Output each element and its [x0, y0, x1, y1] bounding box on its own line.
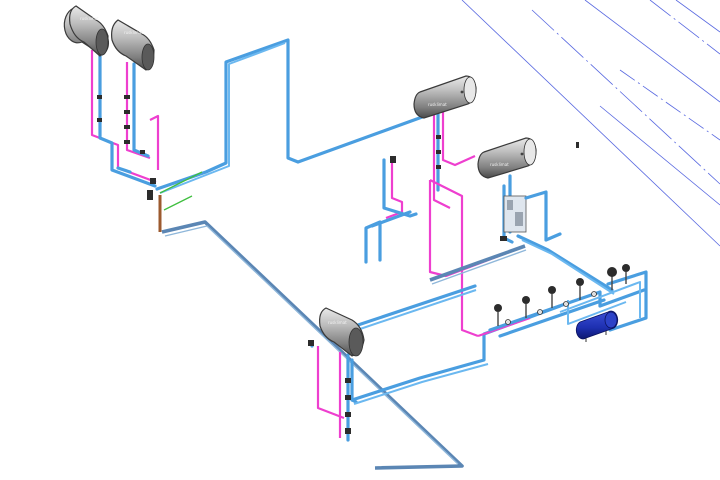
hot-pipe [149, 114, 160, 170]
valve-icon [97, 118, 102, 122]
valve-stack [97, 95, 156, 200]
water-heater-4: rusklimat [477, 137, 537, 179]
boiler-room-manifold [488, 264, 648, 342]
cold-pipe [98, 53, 157, 188]
valve-icon [124, 125, 130, 129]
valve-icon [150, 178, 156, 184]
cold-pipe [516, 234, 614, 292]
valve-icon [345, 428, 351, 434]
water-heater-label: rusklimat [80, 16, 99, 21]
cylindrical-boiler-end [463, 76, 477, 104]
circulation-pump-icon [522, 296, 530, 318]
valve-icon [436, 135, 441, 139]
pressure-gauge-icon [537, 309, 543, 315]
water-heater-label: rusklimat [124, 30, 143, 35]
distribution-pipe [567, 300, 627, 325]
cylindrical-boiler-end [523, 138, 537, 166]
cold-pipe [382, 158, 418, 218]
valve-icon [140, 150, 145, 154]
small-fitting-icon [576, 142, 579, 148]
guide-line [461, 0, 720, 247]
cold-pipe [350, 304, 562, 402]
valve-icon [124, 95, 130, 99]
guide-line [649, 0, 720, 55]
hot-pipe [125, 62, 151, 160]
manifold-box [503, 190, 615, 295]
gas-line [163, 195, 193, 211]
guide-line [675, 0, 720, 33]
expansion-tank-icon [575, 310, 619, 342]
cold-pipe-secondary [159, 42, 286, 194]
water-heater-5: rusklimat [319, 307, 365, 357]
collector-pipe-highlight [431, 249, 527, 285]
circulation-pump-icon [607, 267, 617, 290]
main-supply-line [158, 195, 464, 470]
valve-icon [500, 236, 507, 241]
guide-line [531, 9, 720, 185]
valve-icon [345, 378, 351, 383]
gas-line [159, 171, 203, 194]
valve-icon [436, 165, 441, 169]
cold-pipe [132, 62, 150, 158]
distribution-pipe [559, 281, 641, 318]
valve-icon [345, 395, 351, 400]
hot-pipe [385, 162, 404, 220]
water-heater-3: rusklimat [413, 75, 477, 119]
hot-pipe [432, 110, 451, 209]
distribution-pipe [488, 288, 646, 332]
distribution-pipe [498, 298, 606, 338]
control-cabinet-detail [507, 200, 513, 210]
valve-icon [124, 140, 130, 144]
hot-pipe [477, 316, 531, 338]
cold-pipe [370, 210, 412, 228]
cold-pipe [356, 284, 477, 327]
hot-pipe [316, 346, 345, 420]
distribution-pipe [606, 270, 648, 332]
valve-icon [147, 190, 153, 200]
circulation-pump-icon [494, 304, 502, 326]
pressure-gauge-icon [505, 319, 511, 325]
water-heater-label: rusklimat [428, 102, 447, 107]
valve-icon [436, 150, 441, 154]
water-heater-label: rusklimat [328, 320, 347, 325]
valve-icon [308, 340, 314, 346]
pump-group [494, 264, 630, 326]
collector-pipe [429, 244, 526, 282]
circulation-pump-icon [622, 264, 630, 284]
valve-icon [390, 156, 396, 163]
pressure-gauge-icon [563, 301, 569, 307]
valve-icon [345, 412, 351, 417]
guide-line [599, 105, 720, 206]
hot-pipe [441, 112, 476, 167]
cylindrical-boiler-end [348, 327, 364, 357]
cylindrical-boiler-end [95, 28, 109, 56]
heater-cluster-left [90, 38, 427, 211]
water-heater-label: rusklimat [490, 162, 509, 167]
cold-pipe [155, 38, 427, 191]
cold-pipe-secondary [359, 289, 477, 330]
guide-line [584, 0, 720, 103]
cold-pipe [116, 166, 132, 174]
heater-cluster-right [356, 110, 615, 338]
cold-pipe [364, 220, 382, 264]
circulation-pump-icon [548, 286, 556, 308]
pressure-gauge-icon [591, 291, 597, 297]
valve-icon [97, 95, 102, 99]
guide-lines [461, 0, 720, 247]
cylindrical-boiler-end [141, 43, 155, 71]
cold-pipe [524, 190, 562, 242]
cold-pipe-secondary [521, 239, 615, 295]
water-heater-1: rusklimat [63, 5, 110, 57]
main-pipe [161, 220, 464, 470]
main-pipe-highlight [164, 225, 459, 465]
circulation-pump-icon [576, 278, 584, 300]
control-cabinet-detail [515, 212, 523, 226]
valve-icon [124, 110, 130, 114]
water-heater-2: rusklimat [111, 19, 155, 71]
guide-line [619, 69, 720, 141]
cold-pipe-secondary [353, 363, 489, 405]
hot-pipe [429, 179, 479, 338]
